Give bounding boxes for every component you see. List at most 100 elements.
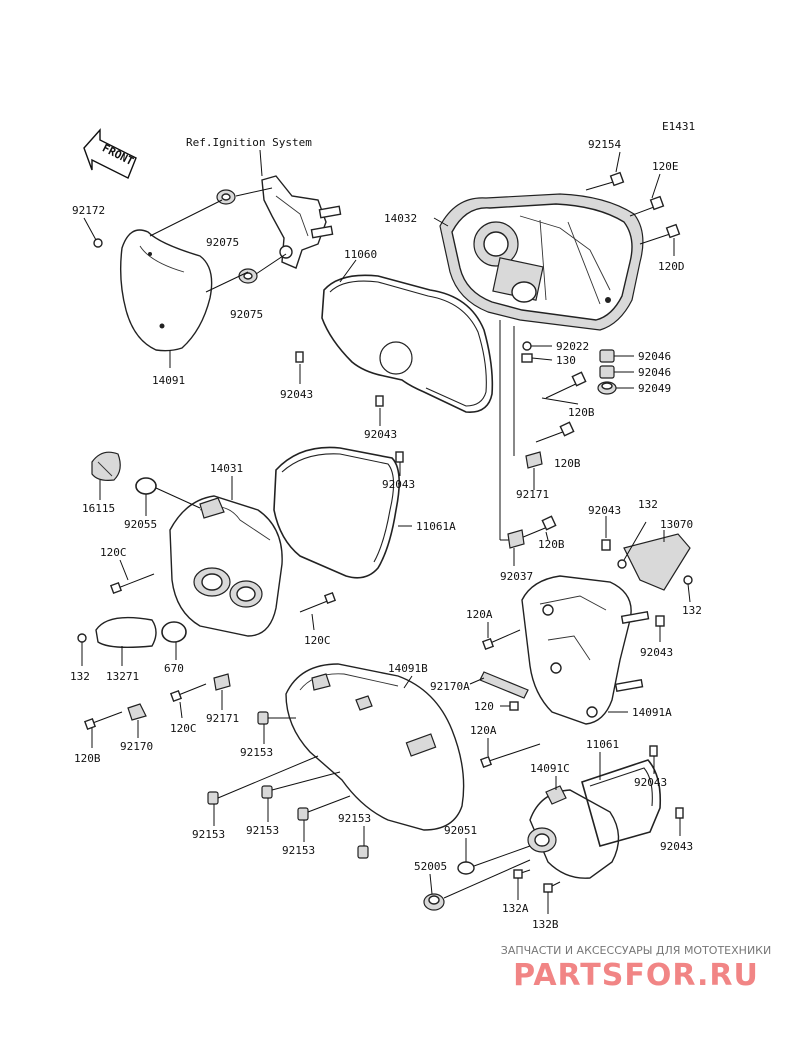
label-92171-upper: 92171 xyxy=(516,488,549,501)
label-92046-b: 92046 xyxy=(638,366,671,379)
label-120C-left: 120C xyxy=(100,546,127,559)
ignition-cover-14091 xyxy=(119,229,213,352)
label-120B-c: 120B xyxy=(538,538,565,551)
bolt-120B-lower xyxy=(83,711,123,731)
label-120D: 120D xyxy=(658,260,685,273)
label-120A-upper: 120A xyxy=(466,608,493,621)
label-11060: 11060 xyxy=(344,248,377,261)
label-92075-upper: 92075 xyxy=(206,236,239,249)
label-92153-c: 92153 xyxy=(246,824,279,837)
grommet-92075-lower xyxy=(238,268,258,284)
label-120E: 120E xyxy=(652,160,679,173)
label-92037: 92037 xyxy=(500,570,533,583)
label-120C-right: 120C xyxy=(304,634,331,647)
label-92043-c: 92043 xyxy=(382,478,415,491)
watermark-tagline: ЗАПЧАСТИ И АКСЕССУАРЫ ДЛЯ МОТОТЕХНИКИ xyxy=(500,944,772,957)
label-120C-lower: 120C xyxy=(170,722,197,735)
label-92043-f: 92043 xyxy=(634,776,667,789)
clip-92037 xyxy=(507,529,525,549)
diagram-code: E1431 xyxy=(662,120,695,133)
collar-92049 xyxy=(597,381,617,395)
bushing-92046-a xyxy=(599,349,615,363)
label-670: 670 xyxy=(164,662,184,675)
bolt-120B-a xyxy=(545,371,587,399)
bolt-120C-lower xyxy=(169,683,207,703)
generator-cover-14031 xyxy=(169,495,283,637)
screw-132 xyxy=(683,575,693,585)
label-120: 120 xyxy=(474,700,494,713)
plate-13271 xyxy=(95,616,157,649)
label-132A: 132A xyxy=(502,902,529,915)
label-13271: 13271 xyxy=(106,670,139,683)
label-92153-d: 92153 xyxy=(282,844,315,857)
nut-130 xyxy=(521,353,533,363)
outer-cover-14091B xyxy=(285,663,465,831)
label-132-a: 132 xyxy=(638,498,658,511)
bolt-120B-b xyxy=(535,421,575,443)
front-arrow-icon: FRONT xyxy=(83,128,137,179)
o-ring-92055 xyxy=(135,477,157,495)
label-92172: 92172 xyxy=(72,204,105,217)
label-92170: 92170 xyxy=(120,740,153,753)
screw-92172 xyxy=(93,238,103,248)
label-92046-a: 92046 xyxy=(638,350,671,363)
dowel-pin xyxy=(601,539,611,551)
label-92075-lower: 92075 xyxy=(230,308,263,321)
dowel-pin xyxy=(375,395,384,407)
label-92051: 92051 xyxy=(444,824,477,837)
label-120B-b: 120B xyxy=(554,457,581,470)
label-92153-b: 92153 xyxy=(192,828,225,841)
label-92043-e: 92043 xyxy=(640,646,673,659)
seal-92051 xyxy=(457,861,475,875)
bolt-120A-lower xyxy=(479,743,541,769)
bolt-92153-a xyxy=(257,711,269,725)
gasket-11061A xyxy=(273,446,400,579)
clip-92171-lower xyxy=(213,673,231,691)
label-92153-e: 92153 xyxy=(338,812,371,825)
label-13070: 13070 xyxy=(660,518,693,531)
label-11061: 11061 xyxy=(586,738,619,751)
label-132B: 132B xyxy=(532,918,559,931)
label-14032: 14032 xyxy=(384,212,417,225)
cover-assembly-14091A xyxy=(521,575,650,725)
label-92022: 92022 xyxy=(556,340,589,353)
bolt-132A xyxy=(513,869,531,879)
label-14031: 14031 xyxy=(210,462,243,475)
screw-132 xyxy=(617,559,627,569)
dowel-pin xyxy=(655,615,665,627)
ignition-pickup-bracket xyxy=(261,175,342,269)
label-14091C: 14091C xyxy=(530,762,570,775)
label-16115: 16115 xyxy=(82,502,115,515)
clutch-cover-14032 xyxy=(439,193,644,331)
bolt-132B xyxy=(543,881,561,893)
clamp-92170 xyxy=(127,703,147,721)
grommet-92075-upper xyxy=(216,189,236,205)
label-92055: 92055 xyxy=(124,518,157,531)
oil-seal-52005 xyxy=(423,893,445,911)
dowel-pin xyxy=(395,451,404,463)
label-14091B: 14091B xyxy=(388,662,428,675)
dowel-pin xyxy=(649,745,658,757)
label-92171-lower: 92171 xyxy=(206,712,239,725)
label-120B-a: 120B xyxy=(568,406,595,419)
bolt-120B-right xyxy=(515,515,557,541)
washer-92022 xyxy=(522,341,532,351)
bolt-92153-b xyxy=(207,791,219,805)
label-14091A: 14091A xyxy=(632,706,672,719)
label-52005: 52005 xyxy=(414,860,447,873)
clamp-92170A xyxy=(479,671,529,699)
bolt-120D xyxy=(639,223,681,245)
label-14091: 14091 xyxy=(152,374,185,387)
bolt-92153-d xyxy=(297,807,309,821)
label-92049: 92049 xyxy=(638,382,671,395)
bolt-120 xyxy=(509,701,519,711)
label-11061A: 11061A xyxy=(416,520,456,533)
bushing-92046-b xyxy=(599,365,615,379)
label-120B-lower: 120B xyxy=(74,752,101,765)
label-92043-a: 92043 xyxy=(280,388,313,401)
bolt-120C-right xyxy=(299,591,337,613)
label-92153-a: 92153 xyxy=(240,746,273,759)
cap-16115 xyxy=(91,451,121,481)
screw-132 xyxy=(77,633,87,643)
